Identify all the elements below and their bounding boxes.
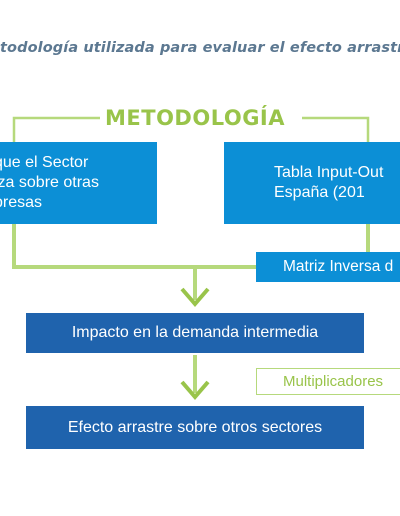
arrow-1-head	[180, 287, 210, 308]
drag-effect-box: Efecto arrastre sobre otros sectores	[26, 406, 364, 449]
sector-impact-text: que el Sector iza sobre otras presas	[0, 154, 99, 211]
intermediate-demand-impact-text: Impacto en la demanda intermedia	[71, 324, 319, 341]
diagram-title: todología utilizada para evaluar el efec…	[0, 40, 400, 56]
input-output-table-text: Tabla Input-Out España (201	[274, 164, 384, 201]
frame-line-left	[12, 116, 100, 143]
methodology-heading: METODOLOGÍA	[105, 106, 285, 130]
inverse-matrix-text: Matriz Inversa d	[283, 258, 394, 275]
drag-effect-text: Efecto arrastre sobre otros sectores	[67, 418, 323, 436]
frame-line-right	[302, 116, 370, 143]
arrow-2-head	[180, 380, 210, 401]
merge-line-left	[12, 224, 256, 269]
sector-impact-box: que el Sector iza sobre otras presas	[0, 142, 157, 224]
inverse-matrix-box: Matriz Inversa d	[256, 252, 400, 282]
multipliers-box: Multiplicadores	[256, 368, 400, 395]
multipliers-text: Multiplicadores	[283, 373, 384, 390]
input-output-table-box: Tabla Input-Out España (201	[224, 142, 400, 224]
intermediate-demand-impact-box: Impacto en la demanda intermedia	[26, 313, 364, 353]
